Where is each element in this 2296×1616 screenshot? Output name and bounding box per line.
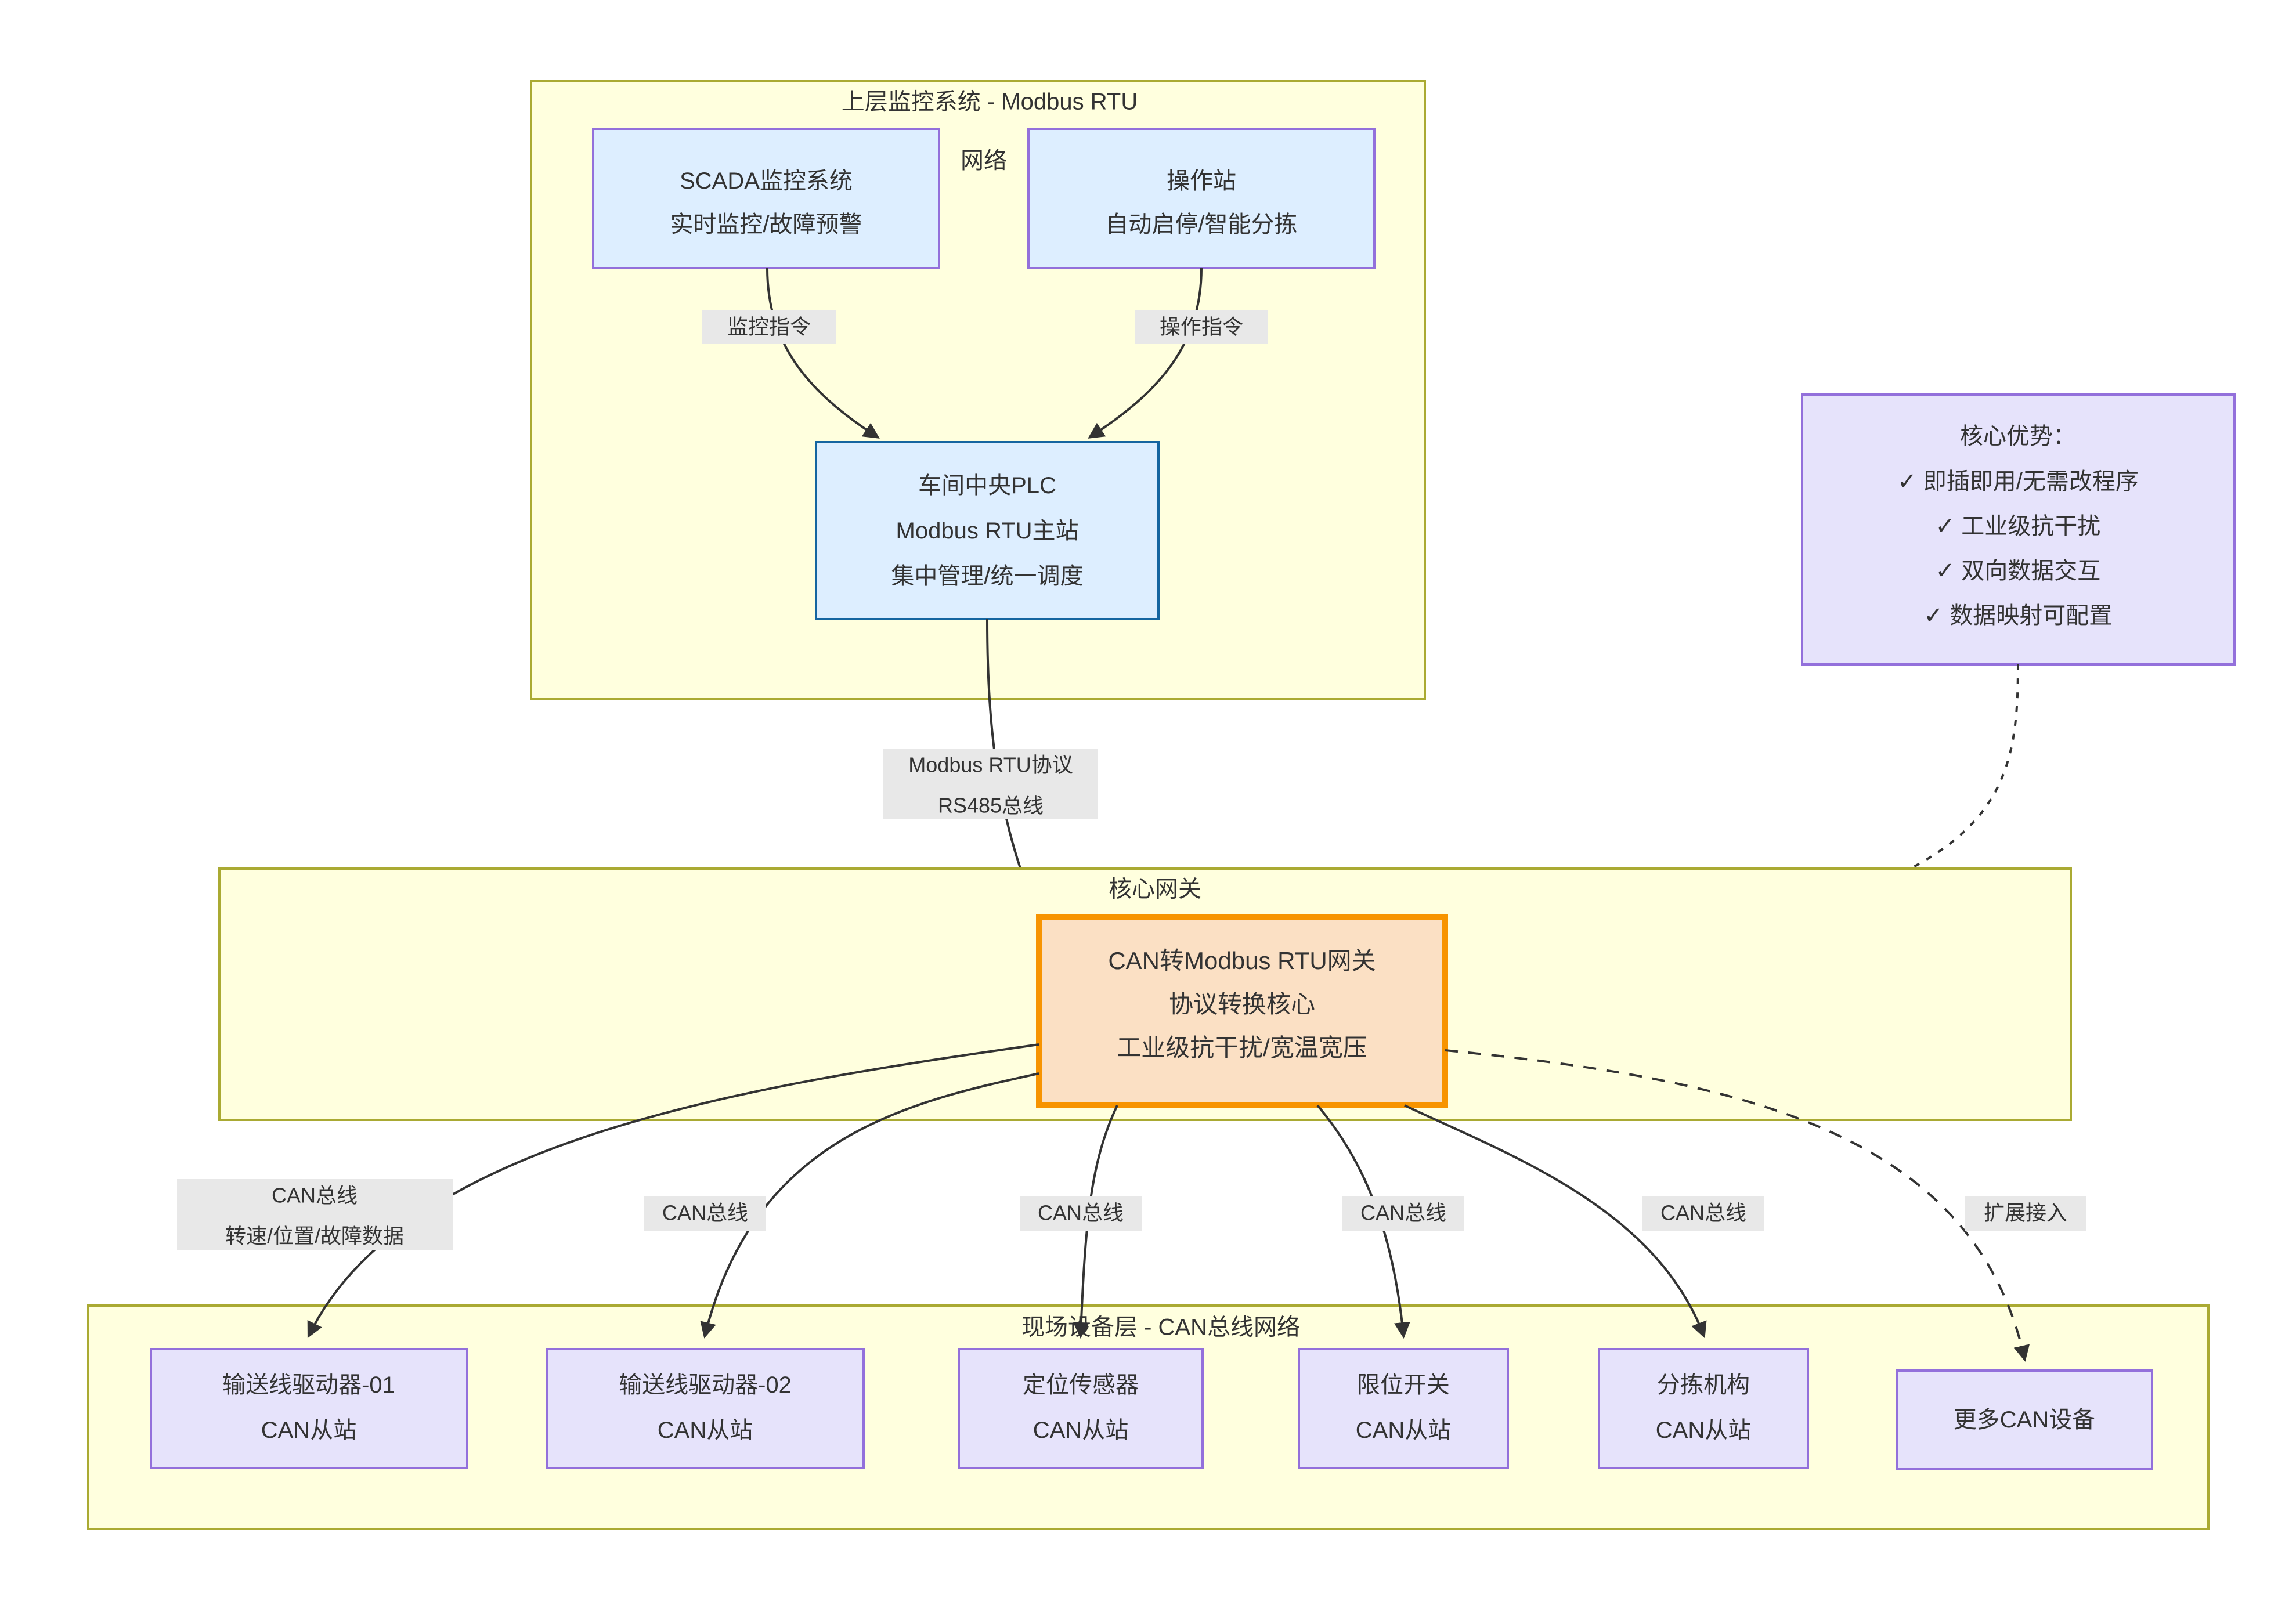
node-limit-rect[interactable] (1298, 1348, 1509, 1469)
node-drive02-rect[interactable] (546, 1348, 865, 1469)
edge-label-gw-d01-line-2: 转速/位置/故障数据 (225, 1224, 404, 1248)
edge-label-gateway-to-sorter: CAN总线 (1642, 1196, 1764, 1231)
node-advantages-line-2: ✓ 即插即用/无需改程序 (1897, 469, 2139, 494)
edge-scada-to-plc (766, 267, 880, 439)
node-limit-line-1: 限位开关 (1357, 1372, 1450, 1398)
node-conveyor-drive-02[interactable]: 输送线驱动器-02 CAN从站 (546, 1348, 865, 1469)
node-advantages-line-4: ✓ 双向数据交互 (1936, 558, 2101, 584)
node-scada-rect[interactable] (592, 128, 940, 269)
edge-label-gateway-to-drive01: CAN总线 转速/位置/故障数据 (177, 1179, 453, 1250)
node-operator-station[interactable]: 操作站 自动启停/智能分拣 (1027, 128, 1376, 269)
node-gateway-line-3: 工业级抗干扰/宽温宽压 (1117, 1034, 1367, 1061)
edge-label-gateway-to-drive02: CAN总线 (644, 1196, 766, 1231)
node-scada[interactable]: SCADA监控系统 实时监控/故障预警 (592, 128, 940, 269)
edge-label-operator-to-plc: 操作指令 (1135, 310, 1268, 344)
node-sensor-line-2: CAN从站 (1033, 1418, 1128, 1443)
node-plc-line-2: Modbus RTU主站 (896, 518, 1079, 544)
node-more-can-devices[interactable]: 更多CAN设备 (1896, 1369, 2153, 1470)
cluster-upper-title: 上层监控系统 - Modbus RTU (842, 89, 1138, 115)
edge-label-plc-gw-line-1: Modbus RTU协议 (908, 753, 1073, 777)
edge-label-gw-limit-text: CAN总线 (1360, 1201, 1446, 1225)
edge-label-scada-bg (702, 310, 836, 344)
edge-label-gw-sensor-bg (1020, 1196, 1142, 1231)
node-sorter-line-2: CAN从站 (1656, 1418, 1751, 1443)
edge-label-scada-text: 监控指令 (727, 315, 811, 339)
edge-label-gw-more-bg (1965, 1196, 2086, 1231)
edge-label-gw-sorter-bg (1642, 1196, 1764, 1231)
node-plc-line-1: 车间中央PLC (918, 473, 1056, 498)
edge-gateway-to-more (1445, 1049, 2030, 1362)
node-core-advantages[interactable]: 核心优势： ✓ 即插即用/无需改程序 ✓ 工业级抗干扰 ✓ 双向数据交互 ✓ 数… (1801, 393, 2236, 666)
node-advantages-line-1: 核心优势： (1960, 424, 2076, 449)
node-more-line-1: 更多CAN设备 (1954, 1407, 2095, 1433)
node-more-rect[interactable] (1896, 1369, 2153, 1470)
node-limit-line-2: CAN从站 (1356, 1418, 1451, 1443)
cluster-field-title: 现场设备层 - CAN总线网络 (1021, 1315, 1300, 1340)
node-drive01-line-1: 输送线驱动器-01 (222, 1372, 395, 1398)
edge-label-gw-d01-line-1: CAN总线 (272, 1184, 358, 1208)
node-drive02-line-1: 输送线驱动器-02 (619, 1372, 792, 1398)
node-scada-line-1: SCADA监控系统 (680, 168, 853, 194)
node-operator-line-1: 操作站 (1167, 168, 1236, 194)
edge-gateway-to-sorter (1404, 1104, 1707, 1339)
node-operator-rect[interactable] (1027, 128, 1376, 269)
network-label: 网络 (961, 148, 1007, 173)
node-position-sensor[interactable]: 定位传感器 CAN从站 (958, 1348, 1204, 1469)
edge-label-gw-sorter-text: CAN总线 (1660, 1201, 1746, 1225)
node-advantages-line-5: ✓ 数据映射可配置 (1924, 603, 2113, 628)
edge-gateway-to-drive02 (700, 1072, 1039, 1339)
node-limit-switch[interactable]: 限位开关 CAN从站 (1298, 1348, 1509, 1469)
edge-label-gateway-to-sensor: CAN总线 (1020, 1196, 1142, 1231)
node-drive02-line-2: CAN从站 (658, 1418, 753, 1443)
node-advantages-rect[interactable] (1801, 393, 2236, 666)
edge-label-plc-gw-line-2: RS485总线 (938, 794, 1044, 818)
node-conveyor-drive-01[interactable]: 输送线驱动器-01 CAN从站 (150, 1348, 468, 1469)
node-sorter-rect[interactable] (1598, 1348, 1809, 1469)
node-drive01-line-2: CAN从站 (261, 1418, 356, 1443)
node-sensor-line-1: 定位传感器 (1023, 1372, 1139, 1398)
node-operator-line-2: 自动启停/智能分拣 (1105, 212, 1297, 237)
edge-label-gw-limit-bg (1342, 1196, 1464, 1231)
edge-label-gateway-to-limit: CAN总线 (1342, 1196, 1464, 1231)
node-drive01-rect[interactable] (150, 1348, 468, 1469)
cluster-gateway-title: 核心网关 (1109, 877, 1201, 902)
node-plc-line-3: 集中管理/统一调度 (891, 563, 1083, 589)
node-sensor-rect[interactable] (958, 1348, 1204, 1469)
edge-operator-to-plc (1088, 267, 1203, 439)
edge-label-plc-gw-bg (883, 749, 1098, 819)
edge-label-scada-to-plc: 监控指令 (702, 310, 836, 344)
node-central-plc[interactable]: 车间中央PLC Modbus RTU主站 集中管理/统一调度 (815, 441, 1160, 620)
edge-label-gw-d02-text: CAN总线 (662, 1201, 748, 1225)
edge-gateway-to-drive01 (307, 1043, 1039, 1339)
node-sorter-line-1: 分拣机构 (1657, 1372, 1750, 1398)
edge-label-gw-sensor-text: CAN总线 (1038, 1201, 1124, 1225)
edge-label-plc-to-gateway: Modbus RTU协议 RS485总线 (883, 749, 1098, 819)
edge-label-gateway-to-more: 扩展接入 (1965, 1196, 2086, 1231)
edge-label-gw-d01-bg (177, 1179, 453, 1250)
node-can-modbus-gateway[interactable]: CAN转Modbus RTU网关 协议转换核心 工业级抗干扰/宽温宽压 (1036, 914, 1448, 1108)
node-gateway-line-1: CAN转Modbus RTU网关 (1108, 947, 1376, 974)
node-sorting-mechanism[interactable]: 分拣机构 CAN从站 (1598, 1348, 1809, 1469)
node-gateway-line-2: 协议转换核心 (1169, 990, 1315, 1018)
node-scada-line-2: 实时监控/故障预警 (670, 212, 862, 237)
edge-label-gw-d02-bg (644, 1196, 766, 1231)
node-plc-rect[interactable] (815, 441, 1160, 620)
edge-label-gw-more-text: 扩展接入 (1984, 1201, 2067, 1225)
node-advantages-line-3: ✓ 工业级抗干扰 (1936, 514, 2101, 539)
node-gateway-rect[interactable] (1036, 914, 1448, 1108)
edge-label-operator-bg (1135, 310, 1268, 344)
edge-label-operator-text: 操作指令 (1160, 315, 1243, 339)
